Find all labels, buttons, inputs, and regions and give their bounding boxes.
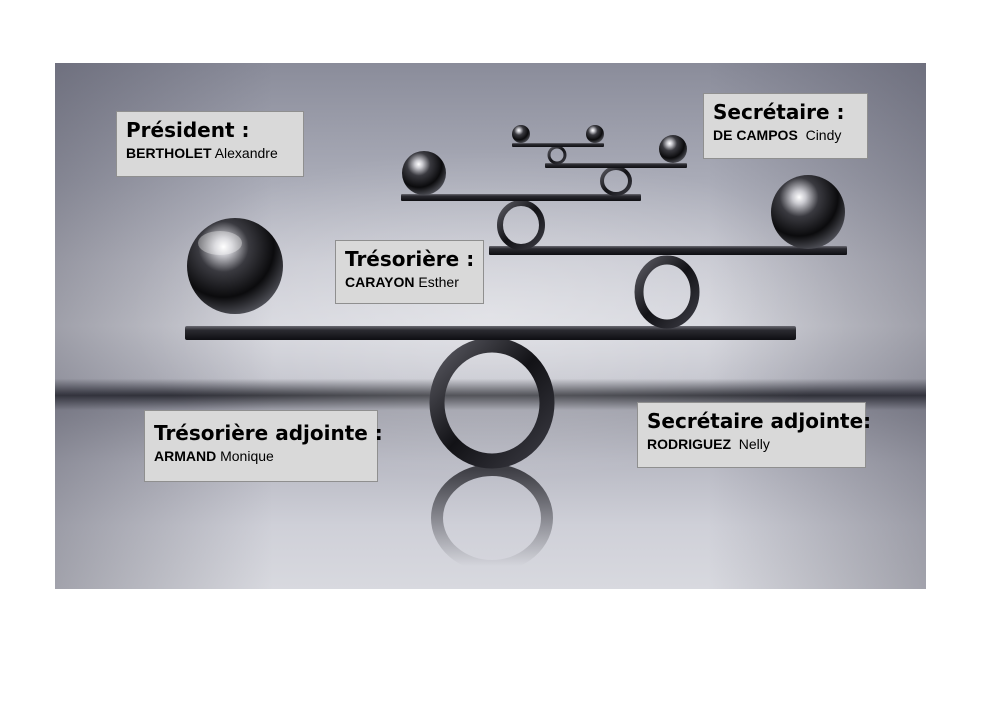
role-title: Trésorière adjointe :	[154, 421, 383, 445]
fourth-plank	[545, 163, 687, 168]
last-name: BERTHOLET	[126, 145, 212, 161]
last-name: CARAYON	[345, 274, 415, 290]
small-ball-right	[659, 135, 687, 163]
first-name: Nelly	[738, 436, 770, 452]
tiny-ball-left	[512, 125, 530, 143]
big-ball	[187, 218, 283, 314]
bottom-ring	[429, 337, 555, 469]
member-name: ARMAND Monique	[154, 446, 369, 466]
role-title: Secrétaire :	[713, 100, 845, 124]
member-name: RODRIGUEZ Nelly	[647, 434, 857, 454]
balance-illustration	[185, 125, 847, 572]
first-name: Esther	[418, 274, 459, 290]
fifth-ring	[547, 145, 567, 165]
tresoriere-label: Trésorière : CARAYON Esther	[335, 240, 484, 304]
secretaire-label: Secrétaire : DE CAMPOS Cindy	[703, 93, 868, 159]
first-name: Alexandre	[214, 145, 278, 161]
role-title: Trésorière :	[345, 247, 475, 271]
first-name: Monique	[220, 448, 274, 464]
role-title: Secrétaire adjointe:	[647, 409, 872, 433]
third-plank	[401, 194, 641, 201]
member-name: CARAYON Esther	[345, 272, 475, 292]
third-ring	[497, 200, 545, 250]
member-name: BERTHOLET Alexandre	[126, 143, 295, 163]
main-plank	[185, 326, 796, 340]
president-label: Président : BERTHOLET Alexandre	[116, 111, 304, 177]
middle-ball	[402, 151, 446, 195]
second-plank	[489, 246, 847, 255]
second-ring	[634, 255, 700, 329]
fourth-ring	[600, 166, 632, 196]
last-name: DE CAMPOS	[713, 127, 798, 143]
tiny-ball-right	[586, 125, 604, 143]
secretaire-adjointe-label: Secrétaire adjointe: RODRIGUEZ Nelly	[637, 402, 872, 468]
first-name: Cindy	[805, 127, 842, 143]
ring-reflection	[431, 464, 553, 572]
right-ball	[771, 175, 845, 249]
last-name: RODRIGUEZ	[647, 436, 731, 452]
top-plank	[512, 143, 604, 147]
tresoriere-adjointe-label: Trésorière adjointe : ARMAND Monique	[144, 410, 383, 482]
last-name: ARMAND	[154, 448, 217, 464]
member-name: DE CAMPOS Cindy	[713, 125, 859, 145]
role-title: Président :	[126, 118, 250, 142]
